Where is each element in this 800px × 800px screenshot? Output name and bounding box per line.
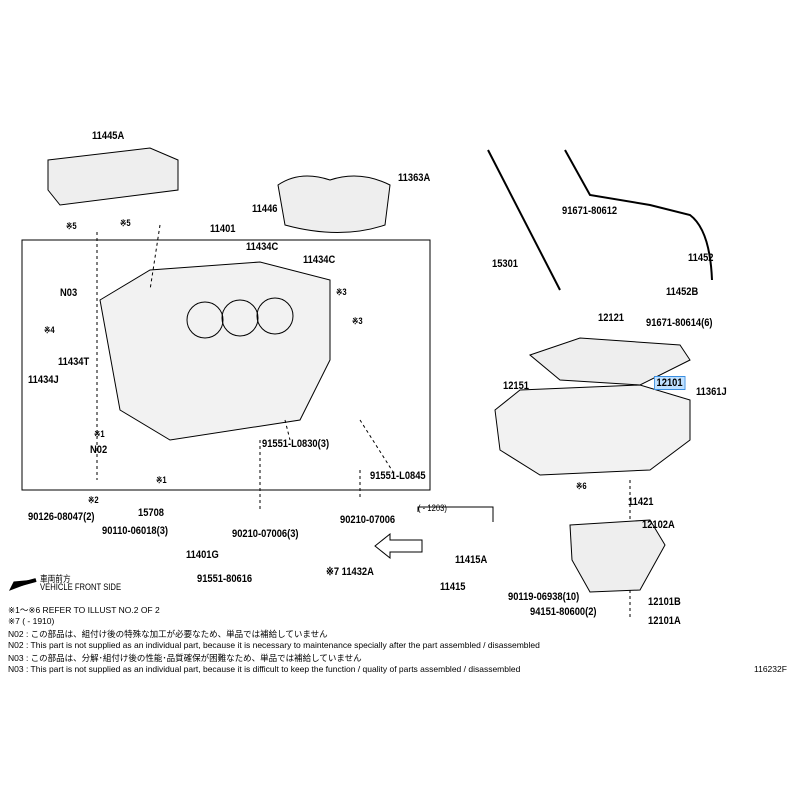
vehicle-front-en: VEHICLE FRONT SIDE (40, 582, 122, 592)
ref-mark-3: ※3 (336, 287, 347, 297)
note-line: N02 : この部品は、組付け後の特殊な加工が必要なため、単品では補給していませ… (8, 629, 328, 639)
part-label-11415[interactable]: 11415 (440, 581, 466, 593)
ref-mark-5: ※5 (120, 218, 131, 228)
part-label-90110-06018[interactable]: 90110-06018(3) (102, 525, 169, 537)
part-label-12101-highlighted[interactable]: 12101 (654, 376, 686, 390)
part-label-91671-80614[interactable]: 91671-80614(6) (646, 317, 713, 329)
part-label-11421[interactable]: 11421 (628, 496, 654, 508)
part-label-11415A[interactable]: 11415A (455, 554, 488, 566)
part-label-12151[interactable]: 12151 (503, 380, 530, 392)
illustration-id: 116232F (754, 664, 787, 674)
part-label-12102A[interactable]: 12102A (642, 519, 675, 531)
part-label-11452[interactable]: 11452 (688, 252, 714, 264)
ref-mark-6: ※6 (576, 481, 587, 491)
part-label-11446[interactable]: 11446 (252, 203, 278, 215)
ref-mark-1: ※1 (94, 429, 105, 439)
part-label-12101A[interactable]: 12101A (648, 615, 681, 627)
note-label-N03: N03 (60, 287, 78, 299)
part-label-11434C[interactable]: 11434C (303, 254, 336, 266)
ref-mark-1: ※1 (156, 475, 167, 485)
part-label-11434T[interactable]: 11434T (58, 356, 90, 368)
vehicle-front-jp: 車両前方 (40, 574, 71, 584)
part-label-90126-08047[interactable]: 90126-08047(2) (28, 511, 95, 523)
part-label-11434C[interactable]: 11434C (246, 241, 279, 253)
insulator-shape (277, 175, 391, 233)
part-label-15708[interactable]: 15708 (138, 507, 165, 519)
part-label-91671-80612[interactable]: 91671-80612 (562, 205, 618, 217)
note-line: ※1～※6 REFER TO ILLUST NO.2 OF 2 (8, 605, 160, 615)
part-label-90119-06938[interactable]: 90119-06938(10) (508, 591, 580, 603)
part-label-12101B[interactable]: 12101B (648, 596, 681, 608)
part-label-11401[interactable]: 11401 (210, 223, 236, 235)
engine-cover-shape (47, 147, 179, 206)
reference-arrow (374, 532, 423, 560)
part-label-91551-80616[interactable]: 91551-80616 (197, 573, 253, 585)
engine-block-shape (99, 261, 331, 441)
part-label-11361J[interactable]: 11361J (696, 386, 727, 398)
ref-mark-5: ※5 (66, 221, 77, 231)
part-label-90210-07006-3[interactable]: 90210-07006(3) (232, 528, 299, 540)
note-line: ※7 ( - 1910) (8, 616, 55, 626)
part-label-11434J[interactable]: 11434J (28, 374, 59, 386)
oil-pan-lower-shape (569, 519, 666, 593)
date-range-label: ( - 1203) (418, 503, 447, 513)
part-label-91551-L0845[interactable]: 91551-L0845 (370, 470, 426, 482)
part-label-11432A[interactable]: ※7 11432A (326, 566, 374, 578)
part-label-12121[interactable]: 12121 (598, 312, 625, 324)
part-label-11445A[interactable]: 11445A (92, 130, 125, 142)
note-label-N02: N02 (90, 444, 108, 456)
oil-pan-upper-shape (494, 384, 691, 476)
note-line: N03 : This part is not supplied as an in… (8, 664, 521, 674)
dipstick-guide-shape (564, 149, 713, 281)
ref-mark-2: ※2 (88, 495, 99, 505)
dipstick-shape (487, 149, 561, 291)
part-label-91551-L0830[interactable]: 91551-L0830(3) (262, 438, 330, 450)
ref-mark-3: ※3 (352, 316, 363, 326)
part-label-94151-80600[interactable]: 94151-80600(2) (530, 606, 597, 618)
part-label-11363A[interactable]: 11363A (398, 172, 431, 184)
note-line: N02 : This part is not supplied as an in… (8, 640, 540, 650)
engine-block-group-box (21, 239, 431, 491)
ref-mark-4: ※4 (44, 325, 55, 335)
part-label-11401G[interactable]: 11401G (186, 549, 219, 561)
note-line: N03 : この部品は、分解･組付け後の性能･品質確保が困難なため、単品では補給… (8, 653, 362, 663)
part-label-90210-07006[interactable]: 90210-07006 (340, 514, 396, 526)
part-label-11452B[interactable]: 11452B (666, 286, 699, 298)
baffle-plate-shape (528, 337, 691, 386)
part-label-15301[interactable]: 15301 (492, 258, 519, 270)
